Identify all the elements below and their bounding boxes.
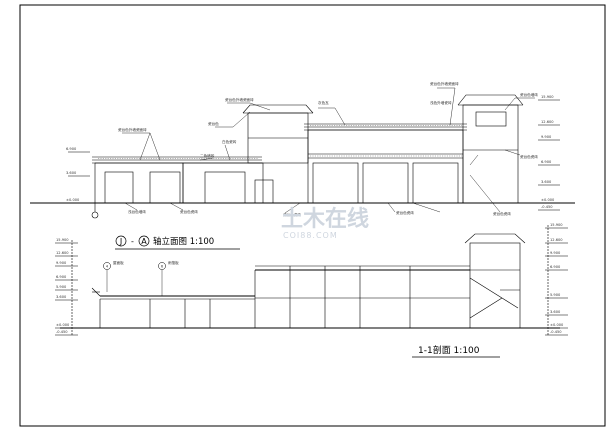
svg-text:-: -	[131, 237, 134, 246]
elev-level-right-1: 15.900	[541, 95, 554, 99]
sec-level-right-8: -0.450	[550, 330, 562, 334]
elev-note-11: 浅台色墙砖	[128, 209, 146, 214]
sec-level-left-5: 5.900	[56, 285, 67, 289]
elevation-axis-end: A	[141, 237, 147, 246]
sec-level-right-3: 9.900	[550, 251, 561, 255]
elev-note-12: 瓷台色瓷砖	[180, 209, 198, 214]
elev-level-right-4: 6.900	[541, 160, 552, 164]
elevation-leaders	[122, 87, 535, 214]
sec-level-left-6: 3.600	[56, 295, 67, 299]
sec-level-left-2: 12.600	[56, 251, 69, 255]
elev-note-8: 瓷台色瓷砖	[520, 154, 538, 159]
elev-level-right-5: 3.600	[541, 180, 552, 184]
elevation-title: 轴立面图 1:100	[153, 236, 214, 247]
elev-level-left-2: 3.600	[66, 171, 77, 175]
elevation-notes: 瓷台色外墙瓷面砖 瓷台色 瓷台色外墙瓷面砖 灰色瓦 瓷台色外墙瓷面砖 瓷台色墙砖…	[118, 81, 538, 217]
sec-level-left-3: 9.900	[56, 261, 67, 265]
elev-level-right-2: 12.600	[541, 120, 554, 124]
elev-note-6: 瓷台色墙砖	[520, 92, 538, 97]
bubble-6: 6	[161, 265, 164, 269]
section-view	[55, 225, 568, 336]
section-levels: 15.900 12.600 9.900 6.900 5.900 3.600 ±0…	[56, 223, 564, 334]
elev-note-13: 瓷台色瓷砖	[283, 212, 301, 217]
elevation-title-block: J - A 轴立面图 1:100	[115, 235, 240, 250]
watermark-url: COI88.COM	[283, 231, 338, 240]
watermark-text: 土木在线	[281, 206, 369, 232]
sec-level-right-4: 6.900	[550, 265, 561, 269]
elev-note-1: 瓷台色外墙瓷面砖	[118, 127, 147, 132]
elevation-axis-start: J	[119, 237, 122, 246]
sec-level-left-1: 15.900	[56, 238, 69, 242]
drawing-border	[19, 4, 606, 427]
sec-level-right-5: 5.900	[550, 293, 561, 297]
section-title-block: 1-1剖面 1:100	[412, 344, 500, 358]
sec-level-left-8: -0.450	[56, 330, 68, 334]
elev-note-4: 灰色瓦	[318, 100, 329, 105]
elev-note-10: 二色墙砖	[200, 153, 215, 158]
section-title: 1-1剖面 1:100	[418, 344, 480, 356]
elev-level-right-7: -0.450	[541, 205, 553, 209]
watermark: 土木在线 COI88.COM	[281, 206, 369, 240]
elev-note-15: 瓷台色瓷砖	[493, 211, 511, 216]
elev-note-5: 瓷台色外墙瓷面砖	[430, 81, 459, 86]
elevation-levels: 6.900 3.600 ±0.000 15.900 12.600 9.900 6…	[66, 95, 555, 209]
elevation-view	[30, 94, 575, 219]
elev-note-9: 白色瓷砖	[222, 139, 237, 144]
sec-level-right-1: 15.900	[550, 223, 563, 227]
elevation-hatch	[98, 125, 462, 159]
elev-level-right-6: ±0.000	[541, 198, 555, 202]
elev-level-right-3: 9.900	[541, 135, 552, 139]
sec-level-right-2: 12.600	[550, 238, 563, 242]
bubble-4: 4	[106, 265, 109, 269]
elev-note-2: 瓷台色	[208, 121, 219, 126]
elev-level-left-3: ±0.000	[66, 198, 80, 202]
section-notes: 4 屋面板 6 雨篷板	[103, 260, 179, 296]
section-note-2: 雨篷板	[168, 260, 179, 265]
sec-level-left-4: 6.900	[56, 275, 67, 279]
elev-note-3: 瓷台色外墙瓷面砖	[225, 97, 254, 102]
sec-level-right-7: ±0.000	[550, 323, 564, 327]
sec-level-right-6: 3.600	[550, 310, 561, 314]
elev-note-7: 浅色外墙瓷砖	[430, 100, 452, 105]
section-note-1: 屋面板	[113, 260, 124, 265]
sec-level-left-7: ±0.000	[56, 323, 70, 327]
elev-level-left-1: 6.900	[66, 147, 77, 151]
elev-note-14: 瓷台色瓷砖	[396, 210, 414, 215]
